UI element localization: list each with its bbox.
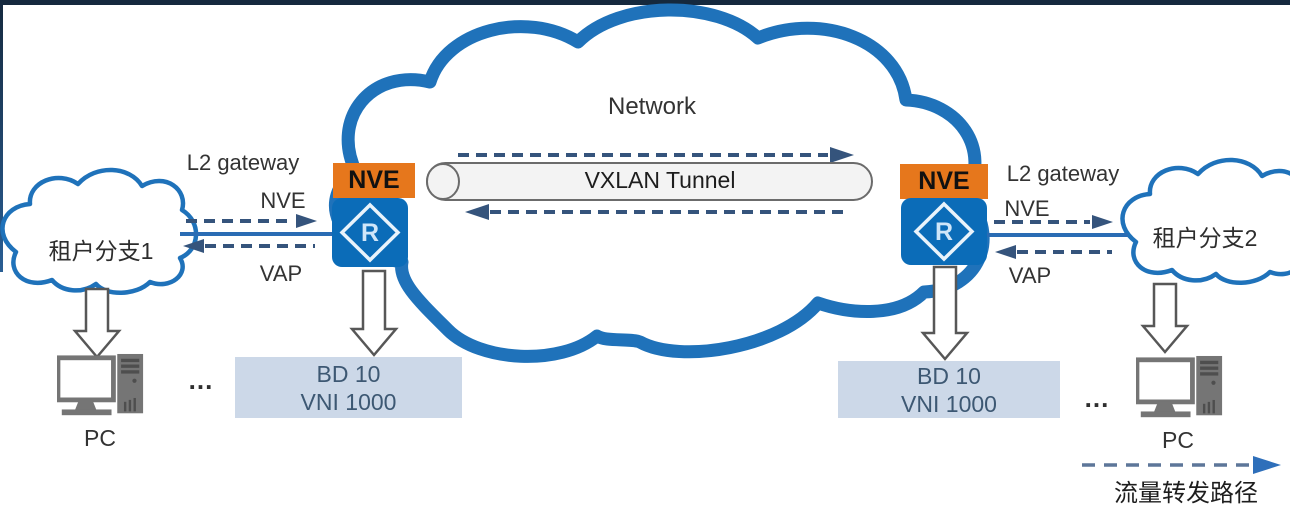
- vni-label: VNI 1000: [901, 390, 997, 417]
- pc-icon-right: [1137, 356, 1222, 417]
- legend-arrowhead-icon: [1253, 456, 1281, 474]
- bd-vni-box-left: BD 10 VNI 1000: [235, 357, 462, 418]
- ellipsis-right: ...: [1084, 383, 1110, 413]
- tenant-branch-2-cloud: [1120, 157, 1290, 285]
- legend-label: 流量转发路径: [1114, 480, 1258, 507]
- nve-device-left: NVE: [333, 163, 415, 198]
- vap-port-label-left: VAP: [259, 261, 303, 286]
- l2-gateway-label-left: L2 gateway: [186, 150, 300, 175]
- arrowhead-right-icon: [830, 147, 854, 163]
- window-left-border: [0, 0, 3, 272]
- pc-label-left: PC: [84, 425, 116, 451]
- vap-port-label-right: VAP: [1008, 263, 1052, 288]
- nve-device-right: NVE: [900, 164, 988, 199]
- nve-device-left-label: NVE: [348, 166, 400, 194]
- down-arrow-nve1-to-bd: [349, 269, 399, 357]
- router-icon: R: [913, 201, 975, 262]
- arrowhead-right-icon: [296, 214, 317, 228]
- l2-gateway-label-right: L2 gateway: [1006, 161, 1120, 186]
- window-top-border: [0, 0, 1290, 5]
- router-diamond-icon: [913, 201, 975, 262]
- vni-label: VNI 1000: [300, 388, 397, 415]
- down-arrow-cloud2-to-pc: [1140, 282, 1190, 354]
- nve-port-label-left: NVE: [260, 188, 306, 213]
- pc-label-right: PC: [1162, 427, 1194, 453]
- router-icon: R: [339, 202, 401, 263]
- arrowhead-left-icon: [995, 245, 1016, 259]
- router-diamond-icon: [339, 202, 401, 263]
- router-letter: R: [361, 219, 379, 247]
- router-left: R: [332, 198, 408, 267]
- nve-port-label-right: NVE: [1004, 196, 1050, 221]
- pc-icon-left: [58, 354, 143, 415]
- bd-vni-box-right: BD 10 VNI 1000: [838, 361, 1060, 418]
- router-right: R: [901, 198, 987, 265]
- down-arrow-nve2-to-bd: [920, 265, 970, 361]
- ellipsis-left: ...: [188, 365, 214, 395]
- tenant-branch-2-label: 租户分支2: [1152, 225, 1258, 251]
- bd-label: BD 10: [316, 360, 381, 387]
- arrowhead-right-icon: [1092, 215, 1113, 229]
- router-letter: R: [935, 218, 953, 246]
- tenant-branch-1-cloud: [0, 167, 199, 295]
- arrowhead-left-icon: [465, 204, 489, 220]
- down-arrow-cloud1-to-pc: [72, 287, 122, 359]
- tenant-branch-1-label: 租户分支1: [48, 238, 154, 264]
- vxlan-tunnel-end-cap: [426, 163, 460, 200]
- bd-label: BD 10: [917, 362, 981, 389]
- network-label: Network: [607, 93, 697, 120]
- arrowhead-left-icon: [183, 239, 204, 253]
- vxlan-tunnel-label: VXLAN Tunnel: [584, 167, 736, 193]
- nve-device-right-label: NVE: [918, 167, 970, 195]
